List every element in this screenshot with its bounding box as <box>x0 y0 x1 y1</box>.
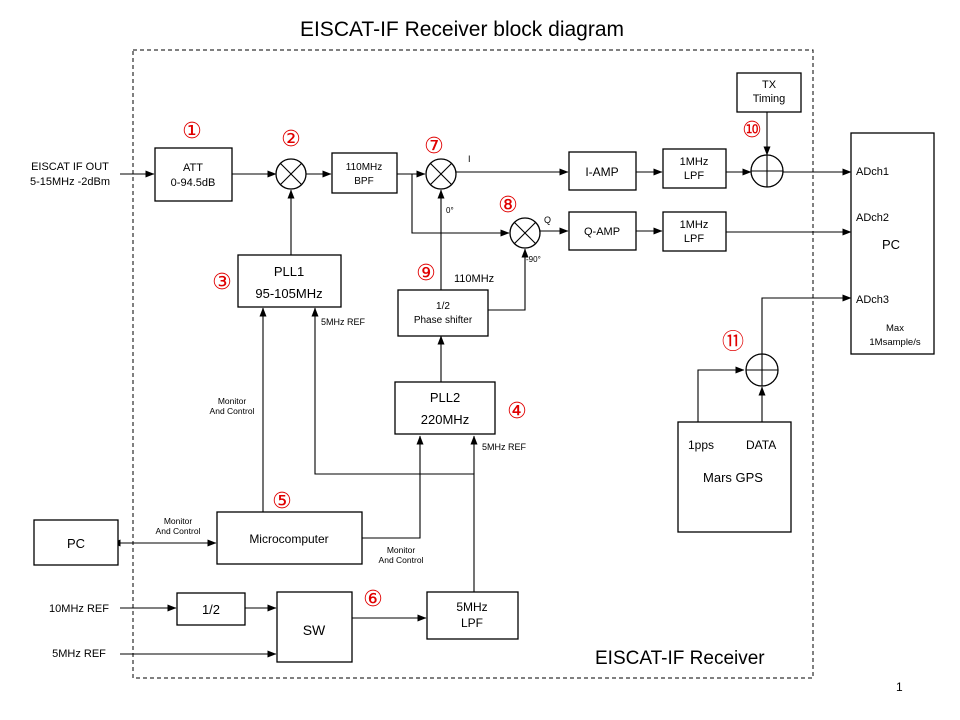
q-signal-label: Q <box>544 215 551 225</box>
lpf-i-label: LPF <box>684 170 704 182</box>
pll1-range: 95-105MHz <box>255 286 322 301</box>
pll1-label: PLL1 <box>274 264 304 279</box>
line-ps-mixer8 <box>488 248 529 311</box>
input-label-line1: EISCAT IF OUT <box>31 161 109 173</box>
line-ref-pll1 <box>311 307 475 592</box>
marker-11: ⑪ <box>722 330 744 355</box>
i-signal-label: I <box>468 154 471 164</box>
diagram-title: EISCAT-IF Receiver block diagram <box>300 18 624 41</box>
page-number: 1 <box>896 680 903 694</box>
timing-label: Timing <box>753 93 786 105</box>
pll1-block: PLL1 95-105MHz <box>237 254 342 308</box>
marker-2: ② <box>281 127 301 152</box>
adder-11 <box>745 353 779 387</box>
line-adder11-adch3 <box>761 294 852 354</box>
sw-label: SW <box>303 622 326 638</box>
pll2-label: PLL2 <box>430 390 460 405</box>
monctl-c-line1: Monitor <box>387 545 416 555</box>
marker-5: ⑤ <box>272 489 292 514</box>
pc-right-label: PC <box>882 237 900 252</box>
input-label-line2: 5-15MHz -2dBm <box>30 176 110 188</box>
pc-right-block: ADch1 ADch2 PC ADch3 Max 1Msample/s <box>850 132 935 355</box>
bpf-freq: 110MHz <box>346 162 383 173</box>
phase-shifter-block: 1/2 Phase shifter <box>397 289 489 337</box>
ref5-input-label: 5MHz REF <box>52 648 106 660</box>
gps-pps-label: 1pps <box>688 438 714 452</box>
adch1-label: ADch1 <box>856 166 889 178</box>
mixer-2 <box>275 158 307 190</box>
gps-block: 1pps DATA Mars GPS <box>677 421 792 533</box>
receiver-frame <box>132 49 814 679</box>
q-amp-label: Q-AMP <box>584 226 620 238</box>
frame-label: EISCAT-IF Receiver <box>595 648 765 669</box>
adc-max-label: Max <box>886 323 904 334</box>
ref10-input-label: 10MHz REF <box>49 603 109 615</box>
phase-shifter-label: Phase shifter <box>414 315 473 326</box>
lpf-q-freq: 1MHz <box>680 219 709 231</box>
adder-10 <box>750 154 784 188</box>
minus90-label: -90° <box>526 255 541 264</box>
att-range: 0-94.5dB <box>171 177 216 189</box>
marker-1: ① <box>182 119 202 144</box>
tx-label: TX <box>762 79 777 91</box>
pll2-freq: 220MHz <box>421 412 469 427</box>
lo-110mhz-label: 110MHz <box>454 273 494 285</box>
adch2-label: ADch2 <box>856 212 889 224</box>
marker-6: ⑥ <box>363 587 383 612</box>
mixer-7 <box>425 158 457 190</box>
line-pps-adder11 <box>697 366 745 422</box>
marker-3: ③ <box>212 270 232 295</box>
adc-rate-label: 1Msample/s <box>869 337 920 348</box>
monctl-b-line1: Monitor <box>164 516 193 526</box>
q-amp-block: Q-AMP <box>568 211 637 251</box>
marker-7: ⑦ <box>424 134 444 159</box>
tx-timing-block: TX Timing <box>736 72 802 113</box>
bpf-block: 110MHz BPF <box>331 152 398 194</box>
adch3-label: ADch3 <box>856 294 889 306</box>
att-block: ATT 0-94.5dB <box>154 147 233 202</box>
lpf-i-block: 1MHz LPF <box>662 148 727 189</box>
lpf-5mhz-freq: 5MHz <box>456 600 487 614</box>
divider-label: 1/2 <box>202 602 220 617</box>
line-micro-pll2 <box>362 435 424 539</box>
monctl-a-line1: Monitor <box>218 396 247 406</box>
marker-4: ④ <box>507 399 527 424</box>
pc-left-block: PC <box>33 519 119 566</box>
lpf-q-label: LPF <box>684 233 704 245</box>
lpf-i-freq: 1MHz <box>680 156 709 168</box>
mixer-8 <box>509 217 541 249</box>
marker-9: ⑨ <box>416 261 436 286</box>
pc-left-label: PC <box>67 536 85 551</box>
microcomputer-block: Microcomputer <box>216 511 363 565</box>
att-label: ATT <box>183 162 203 174</box>
pll2-block: PLL2 220MHz <box>394 381 496 435</box>
zero-deg-label: 0° <box>446 206 454 215</box>
lpf-5mhz-label: LPF <box>461 616 483 630</box>
ref5-pll1-label: 5MHz REF <box>321 317 366 327</box>
gps-data-label: DATA <box>746 438 776 452</box>
gps-name-label: Mars GPS <box>703 470 763 485</box>
divider-block: 1/2 <box>176 592 246 626</box>
bpf-label: BPF <box>354 176 373 187</box>
phase-shifter-ratio: 1/2 <box>436 301 450 312</box>
i-amp-label: I-AMP <box>585 165 618 179</box>
sw-block: SW <box>276 591 353 663</box>
lpf-q-block: 1MHz LPF <box>662 211 727 252</box>
marker-10: ⑩ <box>742 118 762 143</box>
monctl-a-line2: And Control <box>210 406 255 416</box>
monctl-b-line2: And Control <box>156 526 201 536</box>
lpf-5mhz-block: 5MHz LPF <box>426 591 519 640</box>
ref5-pll2-label: 5MHz REF <box>482 442 527 452</box>
marker-8: ⑧ <box>498 193 518 218</box>
i-amp-block: I-AMP <box>568 151 637 191</box>
monctl-c-line2: And Control <box>379 555 424 565</box>
line-bpf-mixer8 <box>411 174 510 237</box>
microcomputer-label: Microcomputer <box>249 532 328 546</box>
